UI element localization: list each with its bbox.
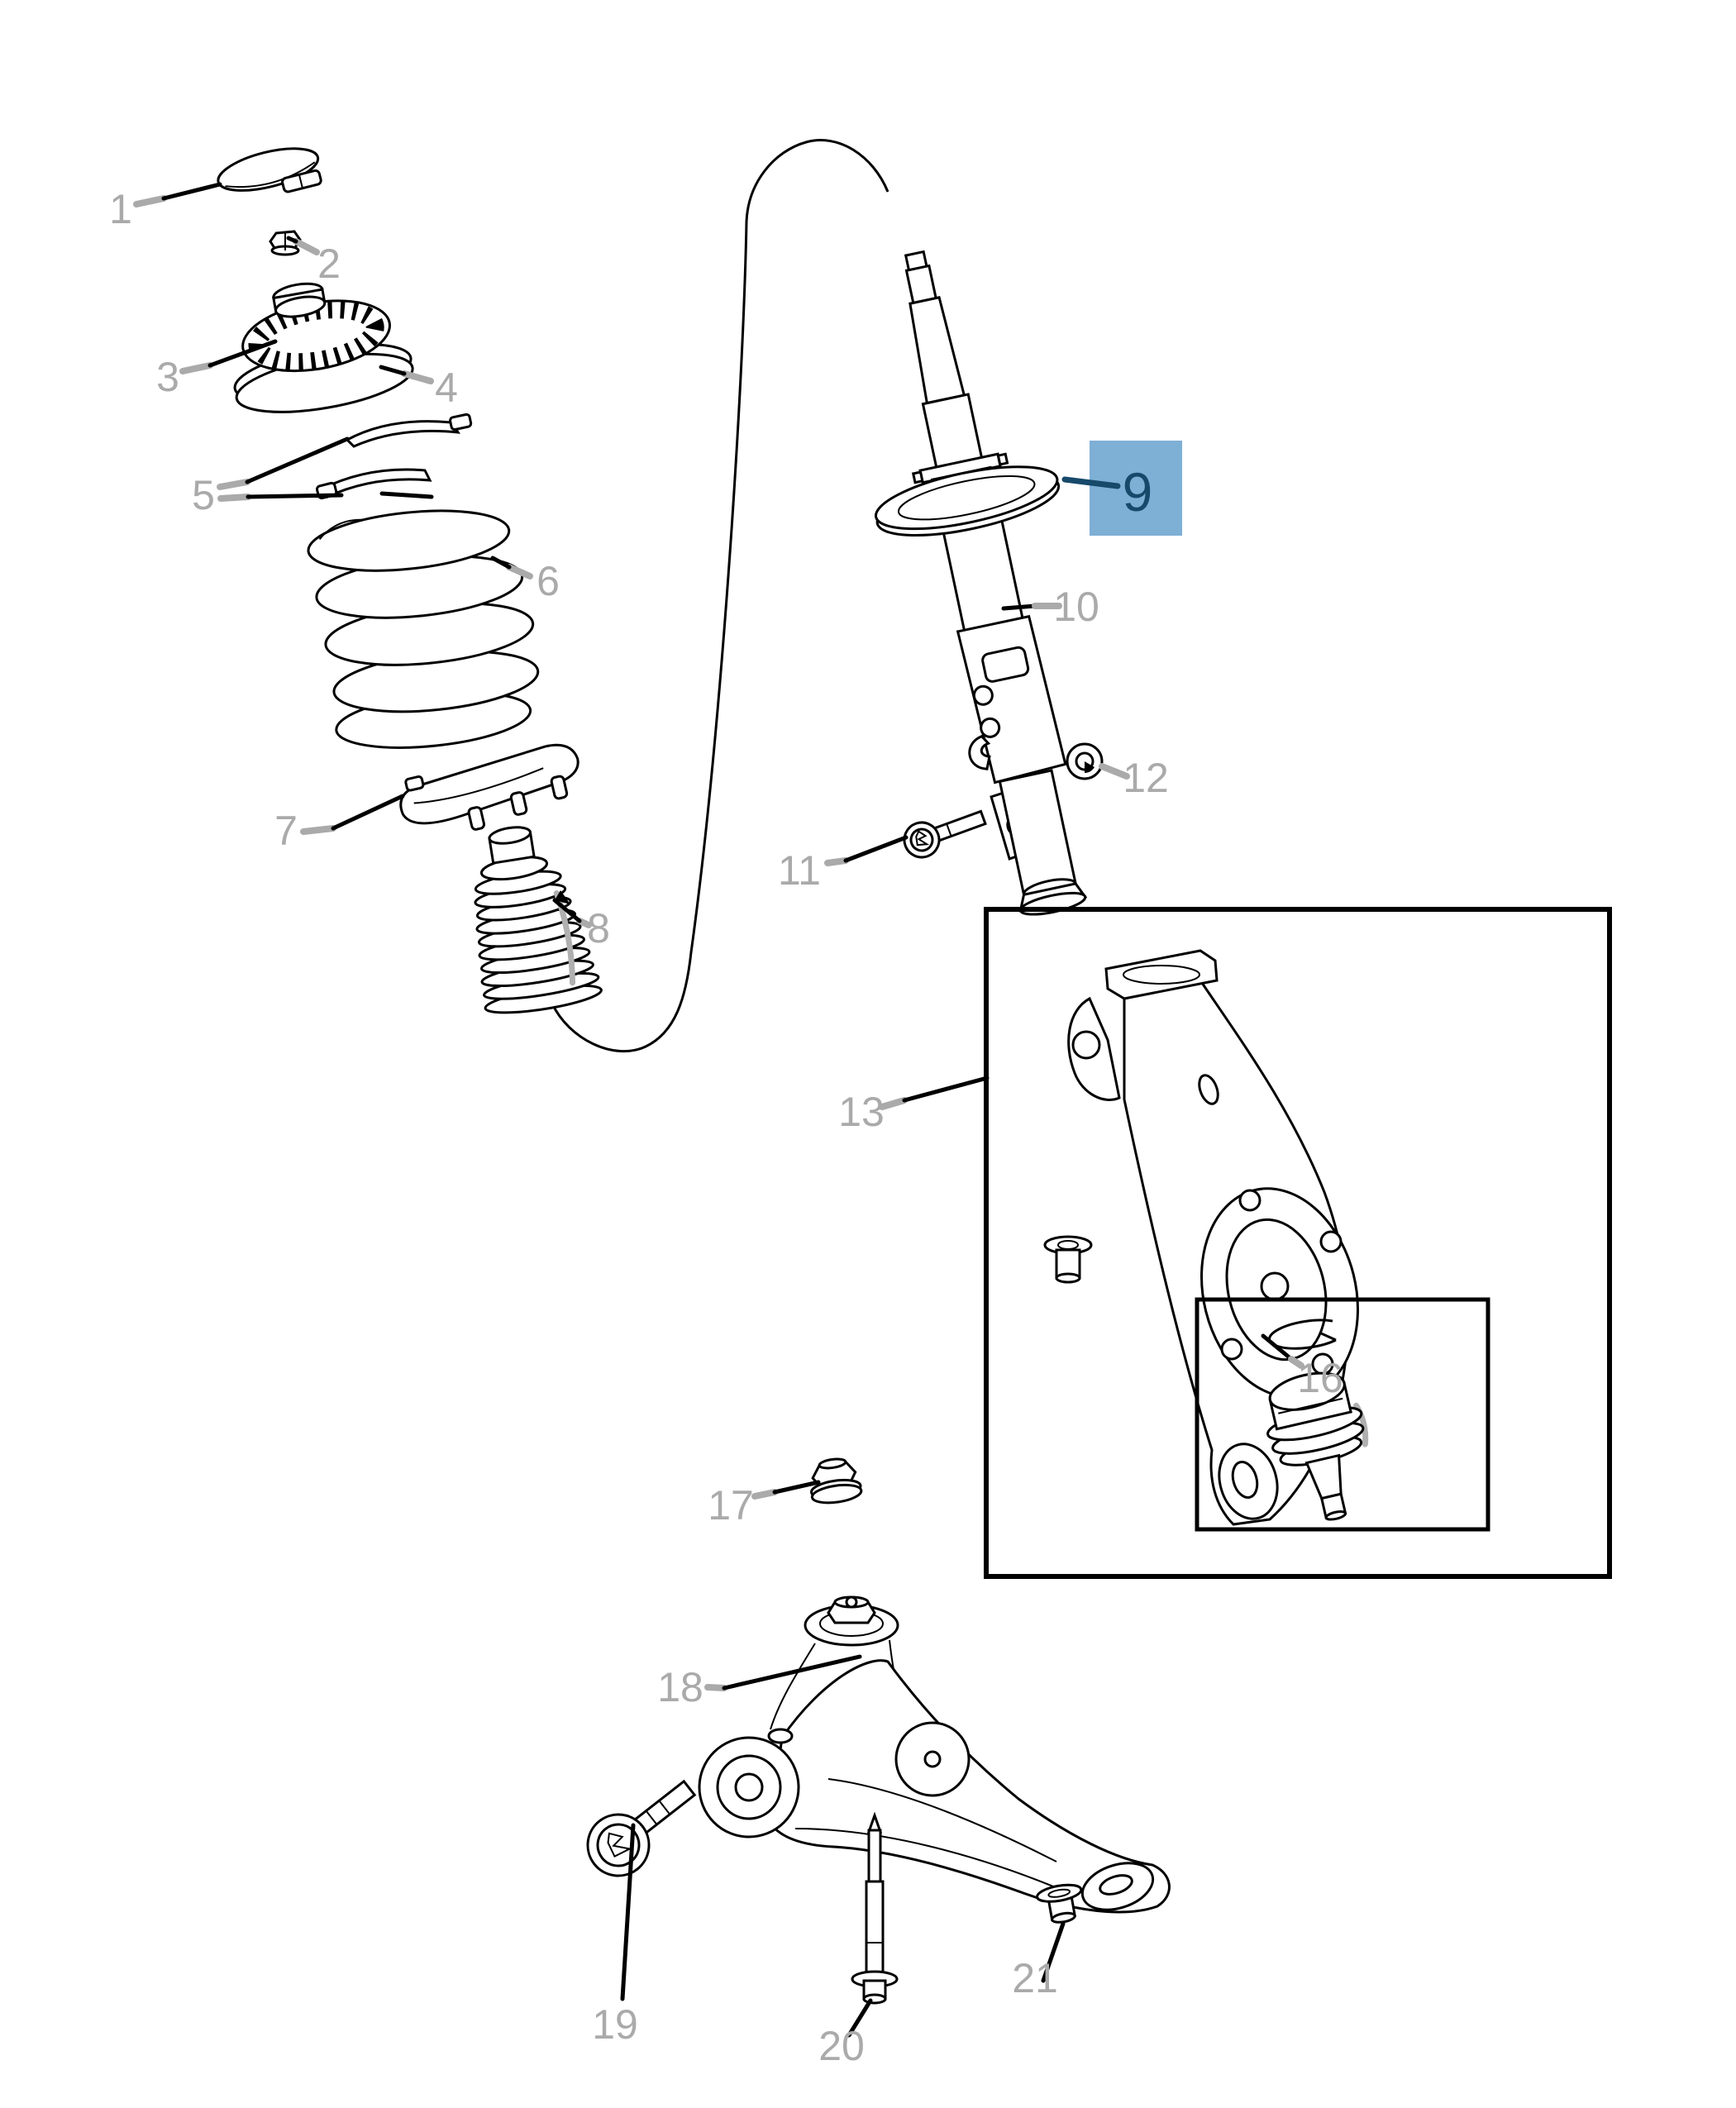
leader-lines — [133, 182, 1304, 2038]
ball-joint-detail-box — [1195, 1297, 1490, 1532]
callout-13[interactable]: 13 — [838, 1089, 885, 1135]
callout-2[interactable]: 2 — [317, 241, 341, 287]
arm-bolt-drawing — [586, 1779, 697, 1877]
callout-19[interactable]: 19 — [592, 2001, 638, 2048]
callout-9[interactable]: 9 — [1123, 461, 1153, 522]
strut-bolt-drawing — [903, 809, 987, 859]
spring-seat-part9-drawing — [874, 465, 1061, 537]
callout-17[interactable]: 17 — [708, 1482, 754, 1529]
callout-10[interactable]: 10 — [1053, 584, 1099, 630]
arm-nut-drawing — [1036, 1883, 1083, 1924]
callout-18[interactable]: 18 — [657, 1664, 703, 1710]
callout-11[interactable]: 11 — [778, 847, 821, 894]
spring-isolator-drawing — [315, 413, 473, 500]
flange-nut-drawing — [810, 1457, 863, 1505]
callout-5[interactable]: 5 — [192, 472, 215, 518]
strut-assembly-drawing — [874, 250, 1088, 916]
ball-joint-drawing — [1266, 1319, 1369, 1521]
callout-16[interactable]: 16 — [1297, 1355, 1343, 1401]
callout-21[interactable]: 21 — [1012, 1955, 1058, 2001]
lower-control-arm-drawing — [698, 1595, 1171, 1914]
strut-mount-drawing — [233, 282, 414, 413]
rod-nut-drawing — [269, 230, 302, 256]
highlight-box-part9[interactable] — [1090, 441, 1182, 536]
washer-drawing — [1066, 742, 1104, 780]
callout-8[interactable]: 8 — [587, 905, 610, 951]
lower-spring-seat-drawing — [399, 743, 579, 831]
dust-boot-drawing — [474, 826, 603, 1014]
assembly-sweep-curve — [551, 139, 889, 1053]
callout-7[interactable]: 7 — [274, 808, 298, 854]
callout-6[interactable]: 6 — [537, 558, 560, 604]
callout-4[interactable]: 4 — [435, 365, 458, 411]
long-bolt-drawing — [851, 1811, 899, 2005]
callout-12[interactable]: 12 — [1123, 755, 1169, 801]
knuckle-detail-box — [984, 907, 1612, 1579]
callout-20[interactable]: 20 — [818, 2023, 865, 2069]
callout-1[interactable]: 1 — [109, 186, 132, 232]
highlight-leader-part9 — [1061, 476, 1121, 489]
coil-spring-drawing — [307, 509, 540, 749]
callout-3[interactable]: 3 — [156, 354, 179, 400]
strut-cap-drawing — [217, 147, 322, 193]
